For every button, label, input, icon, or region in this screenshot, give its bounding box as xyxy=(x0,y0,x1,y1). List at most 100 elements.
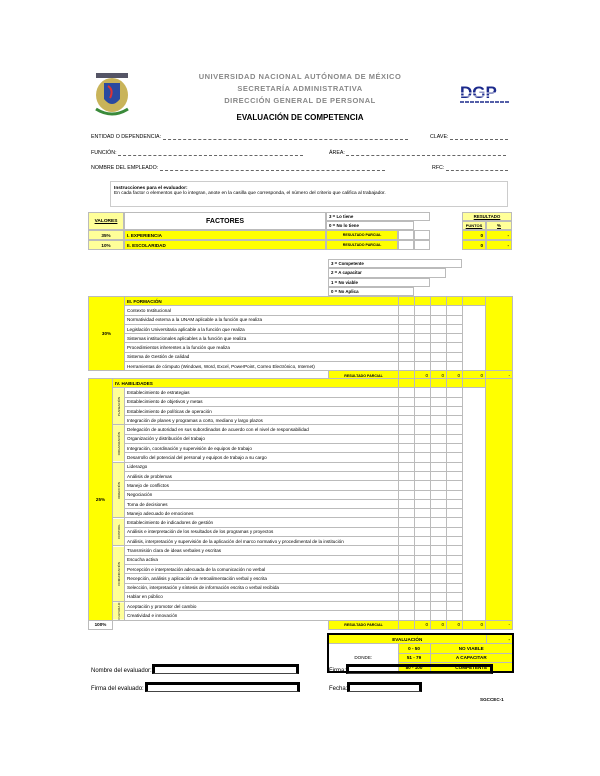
blank-cell[interactable] xyxy=(462,415,487,425)
header-cell[interactable] xyxy=(446,377,464,389)
score-cell[interactable] xyxy=(446,517,464,528)
score-cell[interactable] xyxy=(414,387,432,398)
valor-cell[interactable]: 10% xyxy=(88,240,124,250)
score-cell[interactable] xyxy=(430,563,448,575)
score-cell[interactable] xyxy=(398,545,416,556)
score-cell[interactable] xyxy=(414,323,431,335)
score-cell[interactable] xyxy=(414,601,432,612)
blank-cell[interactable] xyxy=(462,490,487,500)
score-cell[interactable] xyxy=(430,443,448,454)
score-cell[interactable] xyxy=(398,461,416,472)
score-cell[interactable] xyxy=(446,443,464,454)
score-cell-3[interactable] xyxy=(398,240,414,250)
score-cell[interactable] xyxy=(446,508,464,519)
score-cell[interactable] xyxy=(446,461,464,472)
score-cell[interactable] xyxy=(414,517,432,528)
score-cell[interactable] xyxy=(430,498,448,510)
score-cell[interactable] xyxy=(414,405,432,417)
score-cell[interactable] xyxy=(446,305,463,316)
score-cell[interactable] xyxy=(430,433,448,445)
score-cell[interactable] xyxy=(398,333,415,344)
blank-cell[interactable] xyxy=(462,305,486,316)
score-cell[interactable] xyxy=(430,536,448,547)
blank-cell[interactable] xyxy=(462,406,487,416)
score-cell[interactable] xyxy=(414,591,432,603)
blank-cell[interactable] xyxy=(462,342,486,353)
header-cell[interactable] xyxy=(414,295,431,307)
header-cell[interactable] xyxy=(414,377,432,389)
blank-cell[interactable] xyxy=(462,610,487,621)
score-cell[interactable] xyxy=(446,601,464,612)
blank-cell[interactable] xyxy=(462,583,487,593)
header-cell[interactable] xyxy=(462,377,487,389)
score-cell[interactable] xyxy=(446,396,464,407)
blank-cell[interactable] xyxy=(462,352,486,362)
entidad-field[interactable]: ENTIDAD O DEPENDENCIA: xyxy=(91,134,408,140)
score-cell[interactable] xyxy=(446,536,464,547)
score-cell[interactable] xyxy=(414,424,432,435)
score-cell[interactable] xyxy=(414,470,432,482)
score-cell[interactable] xyxy=(398,424,416,435)
score-cell[interactable] xyxy=(398,536,416,547)
score-cell[interactable] xyxy=(414,545,432,556)
score-cell[interactable] xyxy=(398,554,416,565)
score-cell[interactable] xyxy=(446,361,463,372)
score-cell[interactable] xyxy=(398,508,416,519)
blank-cell[interactable] xyxy=(462,517,487,528)
score-cell[interactable] xyxy=(430,342,447,353)
blank-cell[interactable] xyxy=(462,555,487,565)
blank-cell[interactable] xyxy=(462,387,487,398)
funcion-field[interactable]: FUNCIÓN: xyxy=(91,150,304,156)
score-cell[interactable] xyxy=(446,387,464,398)
score-cell[interactable] xyxy=(430,610,448,621)
score-cell[interactable] xyxy=(398,573,416,584)
score-cell[interactable] xyxy=(446,489,464,500)
score-cell[interactable] xyxy=(430,470,448,482)
blank-cell[interactable] xyxy=(462,434,487,444)
header-cell[interactable] xyxy=(398,295,415,307)
score-cell[interactable] xyxy=(398,351,415,363)
score-cell[interactable] xyxy=(414,536,432,547)
score-cell[interactable] xyxy=(430,424,448,435)
score-cell[interactable] xyxy=(398,563,416,575)
firma-field[interactable]: Firma: xyxy=(329,664,493,674)
header-cell[interactable] xyxy=(446,295,463,307)
score-cell[interactable] xyxy=(398,610,416,621)
score-cell[interactable] xyxy=(398,517,416,528)
score-cell[interactable] xyxy=(430,396,448,407)
score-cell[interactable] xyxy=(398,323,415,335)
score-cell[interactable] xyxy=(414,305,431,316)
score-cell[interactable] xyxy=(430,361,447,372)
score-cell[interactable] xyxy=(414,480,432,491)
header-cell[interactable] xyxy=(430,295,447,307)
score-cell[interactable] xyxy=(414,433,432,445)
score-cell[interactable] xyxy=(430,517,448,528)
score-cell[interactable] xyxy=(430,323,447,335)
score-cell[interactable] xyxy=(446,610,464,621)
blank-cell[interactable] xyxy=(462,315,486,325)
blank-cell[interactable] xyxy=(462,573,487,584)
score-cell[interactable] xyxy=(446,323,463,335)
score-cell[interactable] xyxy=(398,443,416,454)
score-cell[interactable] xyxy=(414,498,432,510)
score-cell[interactable] xyxy=(414,508,432,519)
score-cell[interactable] xyxy=(414,461,432,472)
score-cell[interactable] xyxy=(414,610,432,621)
score-cell[interactable] xyxy=(430,601,448,612)
score-cell[interactable] xyxy=(446,470,464,482)
score-cell[interactable] xyxy=(446,405,464,417)
score-cell[interactable] xyxy=(430,305,447,316)
score-cell[interactable] xyxy=(398,361,415,372)
score-cell[interactable] xyxy=(446,314,463,325)
score-cell[interactable] xyxy=(414,563,432,575)
score-cell[interactable] xyxy=(446,582,464,593)
score-cell[interactable] xyxy=(398,396,416,407)
score-cell[interactable] xyxy=(414,314,431,325)
score-cell[interactable] xyxy=(398,314,415,325)
score-cell[interactable] xyxy=(446,480,464,491)
blank-cell[interactable] xyxy=(462,545,487,556)
blank-cell[interactable] xyxy=(462,536,487,546)
score-cell[interactable] xyxy=(446,452,464,463)
score-cell[interactable] xyxy=(430,387,448,398)
blank-cell[interactable] xyxy=(462,462,487,472)
